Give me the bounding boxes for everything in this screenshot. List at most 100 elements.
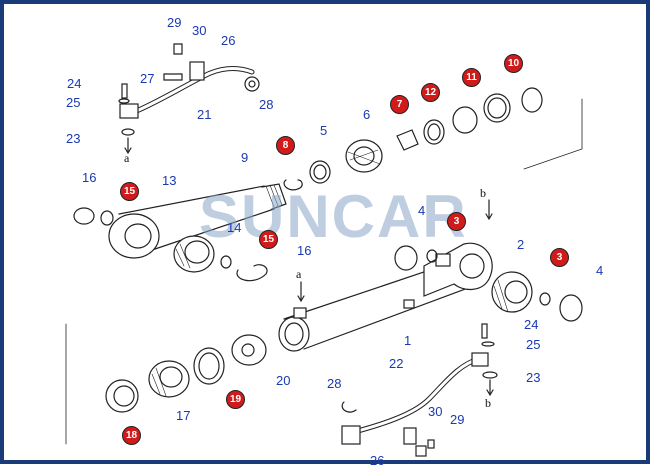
bushing-2 bbox=[491, 271, 533, 313]
badge-3-right: 3 bbox=[550, 248, 569, 267]
label-4-right: 4 bbox=[596, 263, 604, 278]
seal-18 bbox=[105, 379, 139, 413]
seal-stack-top bbox=[283, 87, 543, 191]
label-20: 20 bbox=[276, 373, 291, 388]
label-25-top: 25 bbox=[66, 95, 81, 110]
seal-7 bbox=[423, 119, 445, 145]
port-block-mid bbox=[403, 299, 415, 309]
parts-drawing bbox=[65, 43, 583, 457]
ring-19 bbox=[193, 347, 225, 385]
fitting-block-top bbox=[119, 103, 139, 119]
badge-3-left: 3 bbox=[447, 212, 466, 231]
snap-ring-16b bbox=[236, 264, 268, 282]
label-2: 2 bbox=[517, 237, 525, 252]
snap-ring-4a bbox=[394, 245, 418, 271]
label-17: 17 bbox=[176, 408, 191, 423]
nut-5 bbox=[345, 139, 383, 173]
label-23-bottom: 23 bbox=[526, 370, 541, 385]
label-30-top: 30 bbox=[192, 23, 207, 38]
letter-a-top: a bbox=[124, 151, 130, 165]
bolt-24-bottom bbox=[481, 323, 488, 339]
badge-12: 12 bbox=[421, 83, 440, 102]
port-block-top bbox=[293, 307, 307, 319]
port-block-head bbox=[435, 253, 451, 267]
label-24-bottom: 24 bbox=[524, 317, 539, 332]
badge-10: 10 bbox=[504, 54, 523, 73]
cylinder-tube-1 bbox=[278, 242, 493, 352]
arrow-b-bottom bbox=[486, 379, 494, 397]
badge-8: 8 bbox=[276, 136, 295, 155]
bushing-14 bbox=[173, 235, 215, 273]
label-23-top: 23 bbox=[66, 131, 81, 146]
badge-11: 11 bbox=[462, 68, 481, 87]
arrow-a-top bbox=[124, 137, 132, 155]
clamp-26-top bbox=[189, 61, 205, 81]
piston-17 bbox=[148, 360, 190, 398]
clamp-26-bottom bbox=[403, 427, 417, 445]
tube-head-eye bbox=[423, 242, 493, 297]
badge-7: 7 bbox=[390, 95, 409, 114]
bushing-15a bbox=[100, 210, 114, 226]
label-16-top: 16 bbox=[82, 170, 97, 185]
label-9: 9 bbox=[241, 150, 249, 165]
snap-ring-9 bbox=[283, 179, 303, 191]
rod-eye-13 bbox=[108, 213, 160, 259]
snap-ring-4b bbox=[559, 294, 583, 322]
label-16-bottom: 16 bbox=[297, 243, 312, 258]
badge-18: 18 bbox=[122, 426, 141, 445]
label-26-top: 26 bbox=[221, 33, 236, 48]
arrow-b-top bbox=[485, 199, 493, 221]
pin-29-top bbox=[173, 43, 183, 55]
washer-23-top bbox=[121, 128, 135, 136]
label-1: 1 bbox=[404, 333, 412, 348]
label-25-bottom: 25 bbox=[526, 337, 541, 352]
washer-23-bottom bbox=[482, 371, 498, 379]
seal-3b bbox=[539, 292, 551, 306]
clip-28-top bbox=[244, 76, 260, 92]
label-14: 14 bbox=[227, 220, 242, 235]
label-29-bottom: 29 bbox=[450, 412, 465, 427]
seal-8 bbox=[309, 160, 331, 184]
badge-19: 19 bbox=[226, 390, 245, 409]
label-13: 13 bbox=[162, 173, 177, 188]
label-6: 6 bbox=[363, 107, 371, 122]
ring-10 bbox=[521, 87, 543, 113]
badge-15-bottom: 15 bbox=[259, 230, 278, 249]
label-28-bottom: 28 bbox=[327, 376, 342, 391]
fitting-block-end bbox=[341, 425, 361, 445]
label-27: 27 bbox=[140, 71, 155, 86]
arrow-a-mid bbox=[297, 281, 305, 303]
snap-ring-16a bbox=[73, 207, 95, 225]
nut-30-bottom bbox=[415, 445, 427, 457]
label-26-bottom: 26 bbox=[370, 453, 385, 468]
letter-b-bottom: b bbox=[485, 396, 491, 410]
piston-20 bbox=[231, 334, 267, 366]
watermark: SUNCAR bbox=[199, 183, 468, 250]
letter-b-top: b bbox=[480, 186, 486, 200]
ring-11 bbox=[483, 93, 511, 123]
seal-15b bbox=[220, 255, 232, 269]
bolt-24-top bbox=[121, 83, 128, 99]
clip-28-bottom bbox=[341, 401, 357, 413]
letter-a-mid: a bbox=[296, 267, 302, 281]
label-21: 21 bbox=[197, 107, 212, 122]
label-30-bottom: 30 bbox=[428, 404, 443, 419]
label-22: 22 bbox=[389, 356, 404, 371]
label-29-top: 29 bbox=[167, 15, 182, 30]
oring-25-top bbox=[118, 98, 130, 104]
hose-21 bbox=[118, 43, 260, 155]
label-4-left: 4 bbox=[418, 203, 426, 218]
oring-25-bottom bbox=[481, 341, 495, 347]
piston-rod-13 bbox=[108, 183, 287, 259]
bushing-6 bbox=[396, 129, 419, 151]
badge-15-top: 15 bbox=[120, 182, 139, 201]
clamp-27-top bbox=[163, 73, 183, 81]
label-24-top: 24 bbox=[67, 76, 82, 91]
ring-12 bbox=[452, 106, 478, 134]
hose-22 bbox=[341, 352, 489, 457]
seal-3a bbox=[426, 249, 438, 263]
label-5: 5 bbox=[320, 123, 328, 138]
pin-29-bottom bbox=[427, 439, 435, 449]
guide-line-right bbox=[523, 98, 583, 170]
